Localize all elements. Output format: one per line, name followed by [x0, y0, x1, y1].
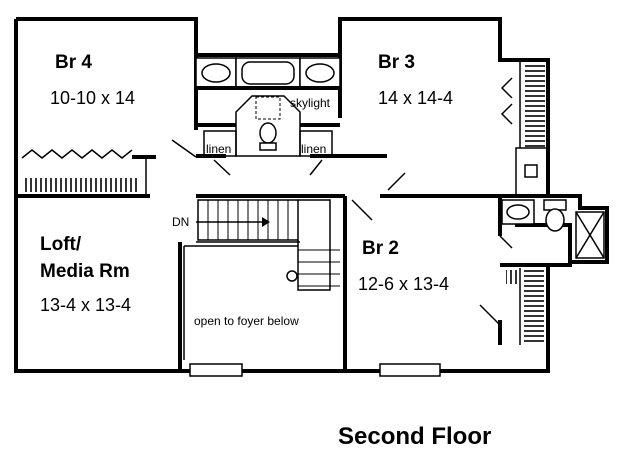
loft-size: 13-4 x 13-4: [40, 295, 131, 315]
br2-name: Br 2: [362, 238, 399, 259]
skylight-label: skylight: [290, 96, 331, 110]
br4-size: 10-10 x 14: [50, 88, 135, 108]
linen-label-right: linen: [301, 142, 326, 156]
plan-title: Second Floor: [338, 423, 491, 450]
br2-size: 12-6 x 13-4: [358, 274, 449, 294]
br3-closet: [500, 60, 549, 197]
br3-size: 14 x 14-4: [378, 88, 453, 108]
loft-name-line1: Loft/: [40, 234, 82, 255]
open-area-label: open to foyer below: [194, 314, 299, 328]
br4-closet: [21, 149, 147, 196]
center-bath: [171, 57, 406, 221]
stairs: [179, 199, 340, 371]
br2-bath: [499, 199, 605, 259]
linen-label-left: linen: [206, 142, 231, 156]
stairs-down-label: DN: [172, 215, 189, 229]
loft-name-line2: Media Rm: [40, 261, 130, 282]
br3-name: Br 3: [378, 52, 415, 73]
windows: [189, 363, 441, 377]
br4-name: Br 4: [55, 52, 92, 73]
br2-closet: [479, 268, 544, 345]
